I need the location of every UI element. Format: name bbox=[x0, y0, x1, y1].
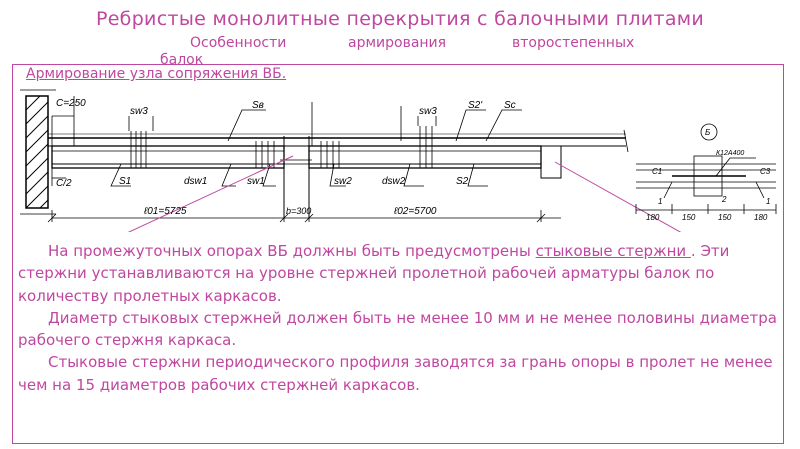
label-s2-prime: S2' bbox=[468, 100, 483, 111]
paragraph-1: На промежуточных опорах ВБ должны быть п… bbox=[18, 240, 778, 307]
section-heading: Армирование узла сопряжения ВБ. bbox=[26, 66, 287, 82]
label-dsw2: dsw2 bbox=[382, 176, 406, 187]
stirrups bbox=[130, 126, 433, 168]
label-s-c: Sс bbox=[504, 100, 516, 111]
detail-c1-label: С1 bbox=[652, 167, 662, 176]
label-l02: ℓ02=5700 bbox=[393, 206, 437, 217]
detail-c3-label: С3 bbox=[760, 167, 771, 176]
label-c2: C/2 bbox=[56, 178, 72, 189]
label-sw3-right: sw3 bbox=[419, 106, 437, 117]
leader-lines bbox=[110, 109, 522, 187]
detail-k-label: К12А400 bbox=[716, 150, 744, 157]
label-b300: b=300 bbox=[286, 206, 311, 216]
paragraph-1-end: . Эти стержни устанавливаются на уровне … bbox=[18, 242, 730, 305]
support-wall bbox=[20, 89, 56, 215]
top-dimensions bbox=[51, 96, 437, 186]
label-s1: S1 bbox=[119, 176, 131, 187]
detail-dim-180a: 180 bbox=[646, 213, 660, 222]
bottom-dimensions bbox=[47, 210, 561, 223]
detail-dim-150b: 150 bbox=[718, 213, 732, 222]
reinforcement-drawing: C=250 C/2 sw3 sw3 Sв S2' Sс S1 dsw1 sw1 … bbox=[20, 89, 777, 232]
label-c250: C=250 bbox=[56, 98, 86, 109]
detail-b-label: Б bbox=[705, 128, 710, 137]
detail-dim-180b: 180 bbox=[754, 213, 768, 222]
label-sw2: sw2 bbox=[334, 176, 352, 187]
label-s-b: Sв bbox=[252, 100, 264, 111]
detail-mark-1b: 1 bbox=[766, 197, 770, 206]
label-sw1: sw1 bbox=[247, 176, 265, 187]
label-l01: ℓ01=5725 bbox=[143, 206, 187, 217]
detail-mark-1a: 1 bbox=[658, 197, 662, 206]
beam-2 bbox=[308, 145, 626, 179]
subtitle-word-3: второстепенных bbox=[512, 35, 635, 51]
detail-dim-150a: 150 bbox=[682, 213, 696, 222]
subtitle-word-2: армирования bbox=[348, 35, 447, 51]
pointer-lines bbox=[127, 155, 682, 232]
subtitle-word-4: балок bbox=[160, 52, 204, 68]
body-text: На промежуточных опорах ВБ должны быть п… bbox=[18, 240, 778, 396]
paragraph-3: Стыковые стержни периодического профиля … bbox=[18, 353, 773, 394]
detail-mark-2: 2 bbox=[721, 195, 727, 204]
link-butt-bars[interactable]: стыковые стержни bbox=[535, 242, 691, 260]
paragraph-2: Диаметр стыковых стержней должен быть не… bbox=[18, 308, 777, 350]
content-frame bbox=[12, 64, 784, 444]
label-dsw1: dsw1 bbox=[184, 176, 207, 187]
detail-b bbox=[635, 123, 777, 214]
frame-top-border bbox=[12, 64, 784, 65]
subtitle-word-1: Особенности bbox=[190, 35, 287, 51]
label-sw3-left: sw3 bbox=[130, 106, 148, 117]
paragraph-1-start: На промежуточных опорах ВБ должны быть п… bbox=[48, 242, 536, 260]
beam-1 bbox=[51, 145, 285, 169]
label-s2: S2 bbox=[456, 176, 469, 187]
page-title: Ребристые монолитные перекрытия с балочн… bbox=[95, 8, 705, 30]
